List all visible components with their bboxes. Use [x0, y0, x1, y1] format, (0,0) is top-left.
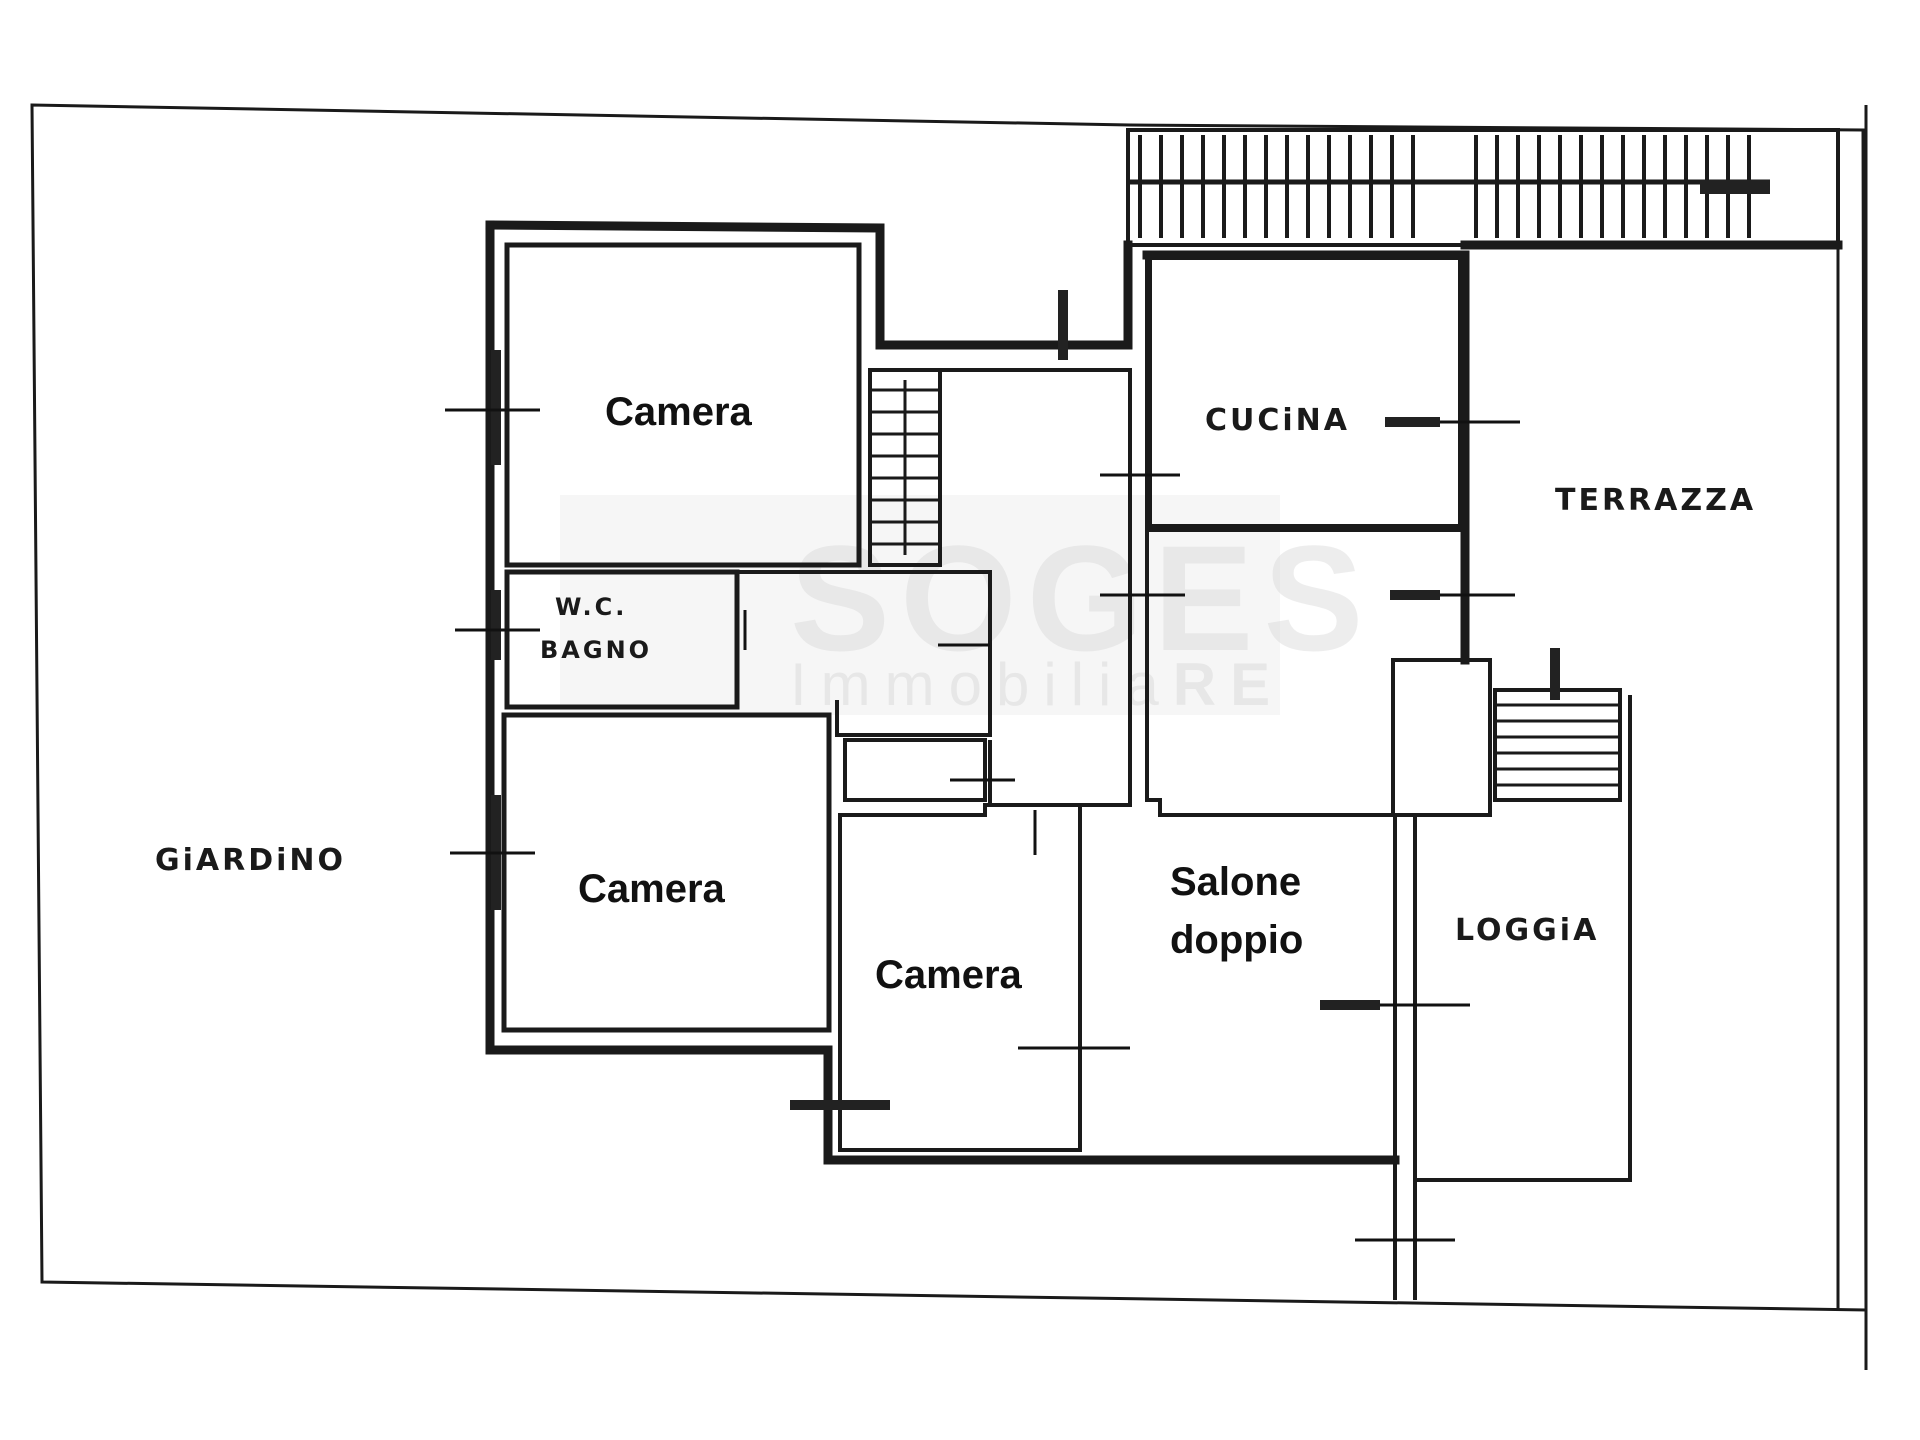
- railing-bars: [1138, 135, 1751, 238]
- label-bagno: BAGNO: [540, 636, 652, 664]
- svg-text:ImmobiliaRE: ImmobiliaRE: [790, 651, 1284, 718]
- wall-top-left: [485, 220, 1133, 350]
- room-loggia: [1413, 695, 1632, 1182]
- label-camera-bottom: Camera: [875, 953, 1023, 997]
- wall-left-bottom: [485, 220, 1400, 1165]
- label-camera-top: Camera: [605, 390, 753, 434]
- box-stair-landing: [1391, 658, 1492, 817]
- label-wc: W.C.: [555, 593, 627, 621]
- label-loggia: LOGGiA: [1455, 913, 1599, 948]
- openings: [445, 290, 1560, 1242]
- room-camera-left: [501, 712, 832, 1033]
- label-giardino: GiARDiNO: [155, 843, 346, 878]
- stair-exterior-steps: [1497, 703, 1618, 787]
- label-camera-left: Camera: [578, 867, 726, 911]
- label-terrazza: TERRAZZA: [1555, 483, 1756, 518]
- stair-top-steps: [872, 380, 938, 555]
- watermark-sub-bold: RE: [1173, 651, 1284, 718]
- terrace-railing: [1126, 128, 1840, 247]
- watermark-brand: SOGES: [790, 514, 1374, 682]
- house-walls: [485, 220, 1843, 1300]
- room-bagno: [504, 569, 740, 710]
- room-camera-top: [504, 242, 862, 568]
- wall-cucina: [1142, 250, 1470, 665]
- wall-corridor: [737, 570, 992, 737]
- watermark-sub-light: Immobilia: [790, 651, 1173, 718]
- lot-boundary: [30, 103, 1868, 1370]
- label-salone-line2: doppio: [1170, 918, 1303, 962]
- label-salone-line1: Salone: [1170, 860, 1301, 904]
- room-cucina: [1148, 256, 1462, 528]
- label-cucina: CUCiNA: [1205, 403, 1350, 438]
- wall-hall: [940, 368, 1132, 807]
- room-salone: [1145, 798, 1397, 1160]
- closet: [843, 738, 987, 802]
- stair-top: [868, 368, 942, 567]
- railing-door-mark: [1700, 180, 1770, 194]
